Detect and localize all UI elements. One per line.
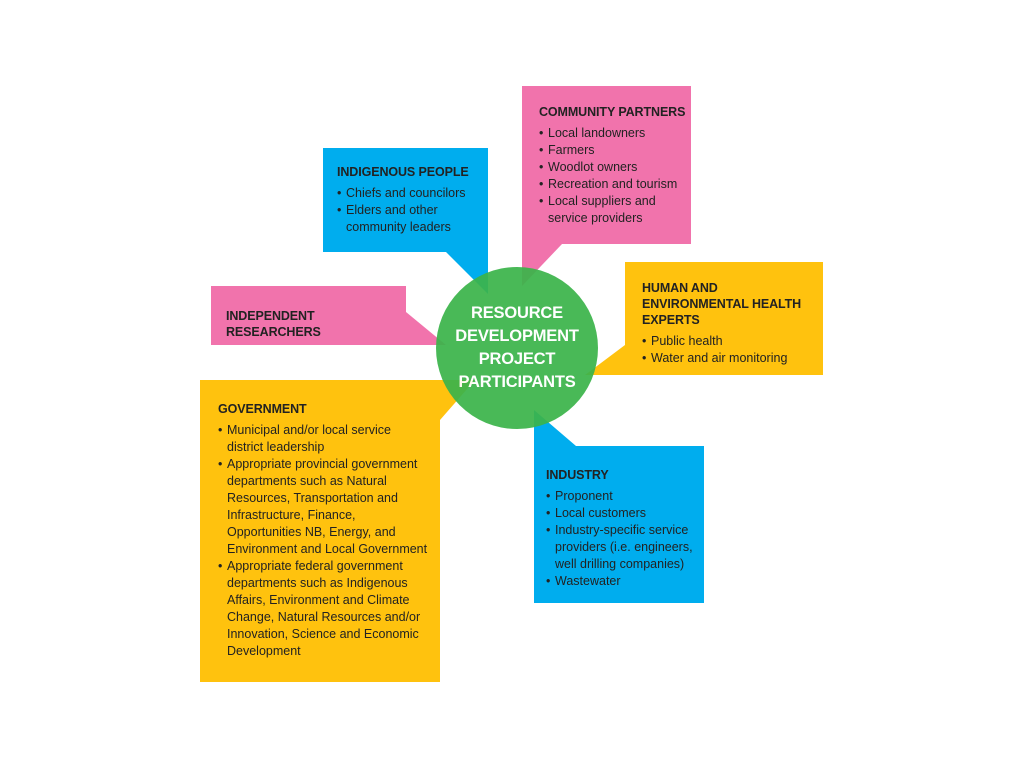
list-item: Chiefs and councilors [337,185,488,202]
hub-label: RESOURCE DEVELOPMENT PROJECT PARTICIPANT… [455,304,579,391]
group-title: GOVERNMENT [218,402,307,416]
group-title: COMMUNITY PARTNERS [539,105,686,119]
group-list: Public health Water and air monitoring [642,333,823,367]
group-title: INDIGENOUS PEOPLE [337,165,469,179]
list-item: Municipal and/or local service district … [218,422,402,456]
group-list: Local landowners Farmers Woodlot owners … [539,125,691,227]
list-item: Water and air monitoring [642,350,823,367]
central-hub: RESOURCE DEVELOPMENT PROJECT PARTICIPANT… [436,267,598,429]
group-list: Proponent Local customers Industry-speci… [546,488,704,590]
list-item: Appropriate provincial government depart… [218,456,432,558]
group-title: INDUSTRY [546,468,609,482]
list-item: Local customers [546,505,704,522]
list-item: Elders and other community leaders [337,202,464,236]
group-industry: INDUSTRY Proponent Local customers Indus… [534,446,704,603]
group-community-partners: COMMUNITY PARTNERS Local landowners Farm… [522,86,691,244]
list-item: Proponent [546,488,704,505]
list-item: Woodlot owners [539,159,691,176]
group-title: HUMAN AND ENVIRONMENTAL HEALTH EXPERTS [642,281,802,327]
list-item: Public health [642,333,823,350]
group-government: GOVERNMENT Municipal and/or local servic… [200,380,440,682]
list-item: Wastewater [546,573,704,590]
group-list: Chiefs and councilors Elders and other c… [337,185,488,236]
list-item: Recreation and tourism [539,176,691,193]
list-item: Industry-specific service providers (i.e… [546,522,701,573]
group-list: Municipal and/or local service district … [218,422,440,660]
group-title: INDEPENDENT RESEARCHERS [226,309,321,339]
group-indigenous-people: INDIGENOUS PEOPLE Chiefs and councilors … [323,148,488,252]
group-independent-researchers: INDEPENDENT RESEARCHERS [211,286,406,345]
group-health-experts: HUMAN AND ENVIRONMENTAL HEALTH EXPERTS P… [625,262,823,375]
list-item: Farmers [539,142,691,159]
list-item: Appropriate federal government departmen… [218,558,427,660]
list-item: Local suppliers and service providers [539,193,668,227]
list-item: Local landowners [539,125,691,142]
